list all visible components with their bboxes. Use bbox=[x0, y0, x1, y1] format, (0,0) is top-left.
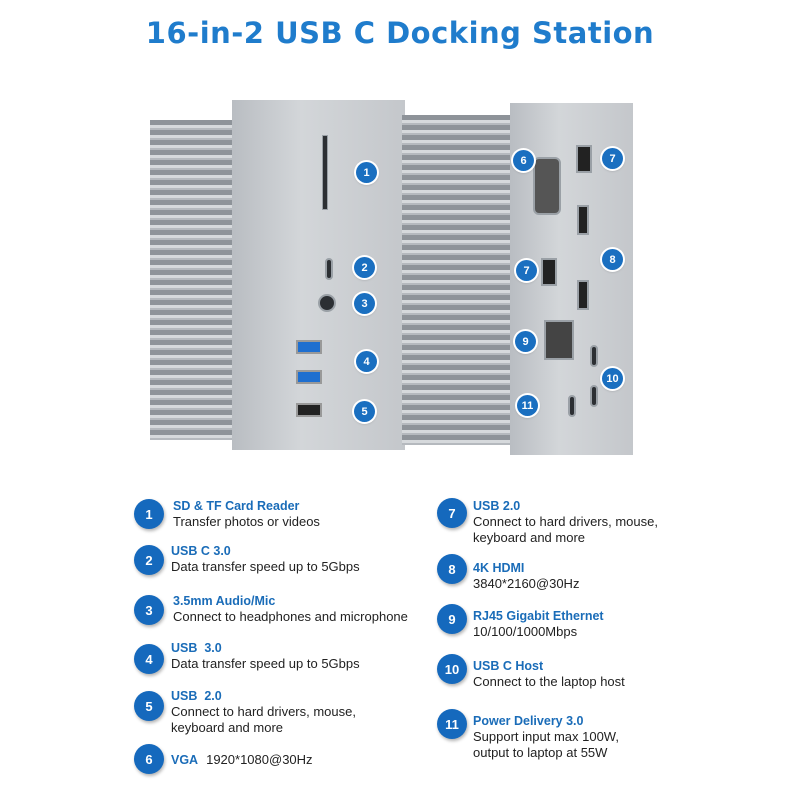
legend-desc: Connect to hard drivers, mouse, keyboard… bbox=[473, 514, 658, 545]
legend-badge: 6 bbox=[134, 744, 164, 774]
legend-desc: Connect to headphones and microphone bbox=[173, 609, 408, 624]
callout-badge: 2 bbox=[354, 257, 375, 278]
card-slot bbox=[322, 135, 328, 210]
legend-title: 3.5mm Audio/Mic bbox=[173, 594, 276, 608]
legend-badge: 9 bbox=[437, 604, 467, 634]
legend-desc: Connect to hard drivers, mouse, keyboard… bbox=[171, 704, 356, 735]
legend-desc: Transfer photos or videos bbox=[173, 514, 320, 529]
usb-c-port bbox=[590, 385, 598, 407]
callout-badge: 10 bbox=[602, 368, 623, 389]
legend-title: 4K HDMI bbox=[473, 561, 525, 575]
callout-badge: 5 bbox=[354, 401, 375, 422]
legend-title: SD & TF Card Reader bbox=[173, 499, 300, 513]
usb-a-port bbox=[541, 258, 557, 286]
legend-badge: 3 bbox=[134, 595, 164, 625]
legend-desc: Support input max 100W, output to laptop… bbox=[473, 729, 619, 760]
legend-title: USB 2.0 bbox=[171, 689, 222, 703]
legend-title: Power Delivery 3.0 bbox=[473, 714, 584, 728]
legend-title: USB C 3.0 bbox=[171, 544, 231, 558]
callout-badge: 6 bbox=[513, 150, 534, 171]
legend-title: USB 2.0 bbox=[473, 499, 521, 513]
legend-badge: 5 bbox=[134, 691, 164, 721]
front-unit-heatsink bbox=[150, 120, 235, 440]
callout-badge: 7 bbox=[516, 260, 537, 281]
audio-jack bbox=[318, 294, 336, 312]
legend-desc: Data transfer speed up to 5Gbps bbox=[171, 559, 360, 574]
vga-port bbox=[533, 157, 561, 215]
front-unit-panel bbox=[232, 100, 405, 450]
legend-badge: 4 bbox=[134, 644, 164, 674]
hdmi-port bbox=[577, 205, 589, 235]
legend-title: USB 3.0 bbox=[171, 641, 222, 655]
callout-badge: 3 bbox=[354, 293, 375, 314]
callout-badge: 1 bbox=[356, 162, 377, 183]
usb-a-port bbox=[296, 370, 322, 384]
usb-a-port bbox=[296, 403, 322, 417]
legend-badge: 1 bbox=[134, 499, 164, 529]
legend-title: USB C Host bbox=[473, 659, 544, 673]
callout-badge: 11 bbox=[517, 395, 538, 416]
legend-badge: 10 bbox=[437, 654, 467, 684]
ethernet-port bbox=[544, 320, 574, 360]
legend-desc: 3840*2160@30Hz bbox=[473, 576, 580, 591]
legend-badge: 2 bbox=[134, 545, 164, 575]
callout-badge: 7 bbox=[602, 148, 623, 169]
usb-a-port bbox=[296, 340, 322, 354]
hdmi-port bbox=[577, 280, 589, 310]
usb-c-port bbox=[590, 345, 598, 367]
legend-title: RJ45 Gigabit Ethernet bbox=[473, 609, 604, 623]
usb-a-port bbox=[576, 145, 592, 173]
legend-item: VGA 1920*1080@30Hz bbox=[171, 752, 313, 768]
legend-badge: 11 bbox=[437, 709, 467, 739]
legend-title: VGA bbox=[171, 753, 199, 767]
rear-unit-heatsink bbox=[402, 115, 514, 445]
legend-badge: 7 bbox=[437, 498, 467, 528]
legend-desc: 10/100/1000Mbps bbox=[473, 624, 578, 639]
legend-desc: Connect to the laptop host bbox=[473, 674, 625, 689]
callout-badge: 8 bbox=[602, 249, 623, 270]
callout-badge: 4 bbox=[356, 351, 377, 372]
page-title: 16-in-2 USB C Docking Station bbox=[145, 16, 655, 50]
legend-desc: Data transfer speed up to 5Gbps bbox=[171, 656, 360, 671]
legend-badge: 8 bbox=[437, 554, 467, 584]
usb-c-port bbox=[568, 395, 576, 417]
callout-badge: 9 bbox=[515, 331, 536, 352]
legend-desc: 1920*1080@30Hz bbox=[206, 752, 313, 767]
usb-c-port bbox=[325, 258, 333, 280]
